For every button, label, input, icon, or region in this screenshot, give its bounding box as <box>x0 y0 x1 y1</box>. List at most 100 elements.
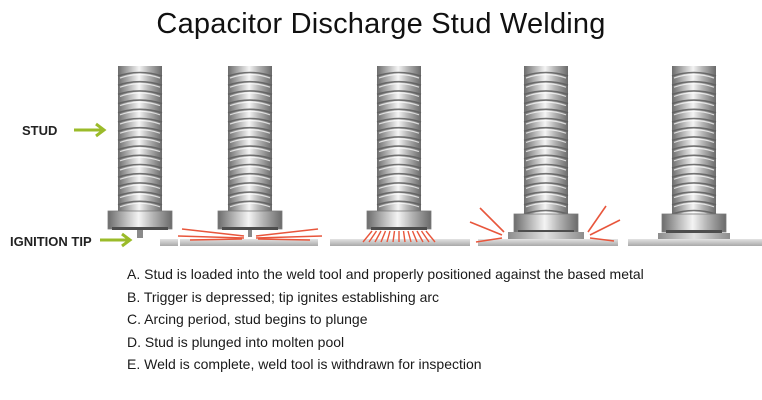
thread-highlight <box>525 138 567 143</box>
thread-highlight <box>525 156 567 162</box>
step-c: C. Arcing period, stud begins to plunge <box>127 311 368 327</box>
thread-line <box>117 108 163 114</box>
thread-highlight <box>378 202 420 208</box>
thread-line <box>523 99 569 105</box>
diagram-title: Capacitor Discharge Stud Welding <box>156 8 606 40</box>
thread-line <box>227 99 273 105</box>
thread-line <box>671 126 717 132</box>
flange-base <box>371 227 427 230</box>
thread-highlight <box>673 175 715 180</box>
thread-line <box>523 90 569 96</box>
thread-line <box>117 154 163 160</box>
thread-highlight <box>378 110 420 116</box>
thread-highlight <box>378 138 420 143</box>
thread-line <box>117 200 163 206</box>
thread-highlight <box>525 83 567 88</box>
thread-highlight <box>378 184 420 189</box>
thread-highlight <box>673 92 715 97</box>
spark-ray <box>469 221 503 236</box>
thread-line <box>117 126 163 132</box>
arc-spark <box>362 230 373 243</box>
thread-line <box>523 126 569 132</box>
thread-line <box>523 117 569 123</box>
arc-spark <box>380 230 387 243</box>
thread-line <box>523 163 569 169</box>
base-metal-plate <box>160 239 178 246</box>
arc-spark <box>181 228 245 237</box>
thread-highlight <box>229 119 271 125</box>
thread-line <box>376 108 422 114</box>
thread-line <box>376 80 422 86</box>
thread-highlight <box>525 129 567 134</box>
arc-spark <box>420 230 430 243</box>
thread-highlight <box>673 156 715 162</box>
thread-highlight <box>525 175 567 180</box>
thread-line <box>376 163 422 169</box>
thread-line <box>227 108 273 114</box>
thread-line <box>376 99 422 105</box>
thread-highlight <box>673 165 715 171</box>
thread-line <box>227 90 273 96</box>
thread-line <box>671 172 717 178</box>
thread-highlight <box>673 147 715 153</box>
thread-line <box>671 154 717 160</box>
thread-highlight <box>229 175 271 180</box>
steps-list: A. Stud is loaded into the weld tool and… <box>127 263 644 376</box>
ignition-tip <box>137 230 143 238</box>
thread-line <box>376 136 422 142</box>
thread-highlight <box>378 129 420 134</box>
thread-line <box>523 71 569 77</box>
thread-highlight <box>673 119 715 125</box>
thread-line <box>523 191 569 197</box>
thread-highlight <box>119 175 161 180</box>
step-b: B. Trigger is depressed; tip ignites est… <box>127 288 440 305</box>
thread-line <box>227 182 273 188</box>
stud-stage-c <box>330 66 470 246</box>
thread-highlight <box>378 119 420 125</box>
arc-spark <box>425 230 436 243</box>
arc-spark <box>402 230 406 243</box>
ignition-tip-label: IGNITION TIP <box>10 234 92 249</box>
thread-line <box>227 154 273 160</box>
thread-highlight <box>378 92 420 97</box>
thread-line <box>376 90 422 96</box>
stud-flange <box>513 213 579 233</box>
thread-highlight <box>119 73 161 79</box>
flange-base <box>518 230 574 233</box>
thread-highlight <box>673 202 715 208</box>
thread-highlight <box>119 138 161 143</box>
thread-line <box>671 191 717 197</box>
thread-highlight <box>673 110 715 116</box>
thread-highlight <box>119 184 161 189</box>
stud-arrow <box>74 122 107 138</box>
thread-highlight <box>229 92 271 97</box>
welding-stages-illustration <box>74 66 762 248</box>
arc-spark <box>411 230 418 243</box>
thread-line <box>376 154 422 160</box>
thread-line <box>376 117 422 123</box>
spark-ray <box>479 207 505 233</box>
weld-fillet <box>658 233 730 239</box>
thread-line <box>376 182 422 188</box>
thread-highlight <box>229 138 271 143</box>
spark-ray <box>589 219 621 236</box>
thread-line <box>523 154 569 160</box>
thread-line <box>227 163 273 169</box>
thread-line <box>376 145 422 151</box>
base-metal-plate <box>628 239 762 246</box>
thread-line <box>117 80 163 86</box>
thread-line <box>671 99 717 105</box>
thread-highlight <box>525 101 567 107</box>
spark-ray <box>589 237 615 242</box>
flange-base <box>222 227 278 230</box>
thread-highlight <box>525 184 567 189</box>
thread-highlight <box>378 101 420 107</box>
step-a: A. Stud is loaded into the weld tool and… <box>127 266 644 282</box>
arc-spark <box>374 230 382 243</box>
thread-highlight <box>525 147 567 153</box>
flange-base <box>112 227 168 230</box>
spark-ray <box>475 237 503 243</box>
thread-highlight <box>673 138 715 143</box>
thread-highlight <box>673 129 715 134</box>
thread-line <box>117 145 163 151</box>
